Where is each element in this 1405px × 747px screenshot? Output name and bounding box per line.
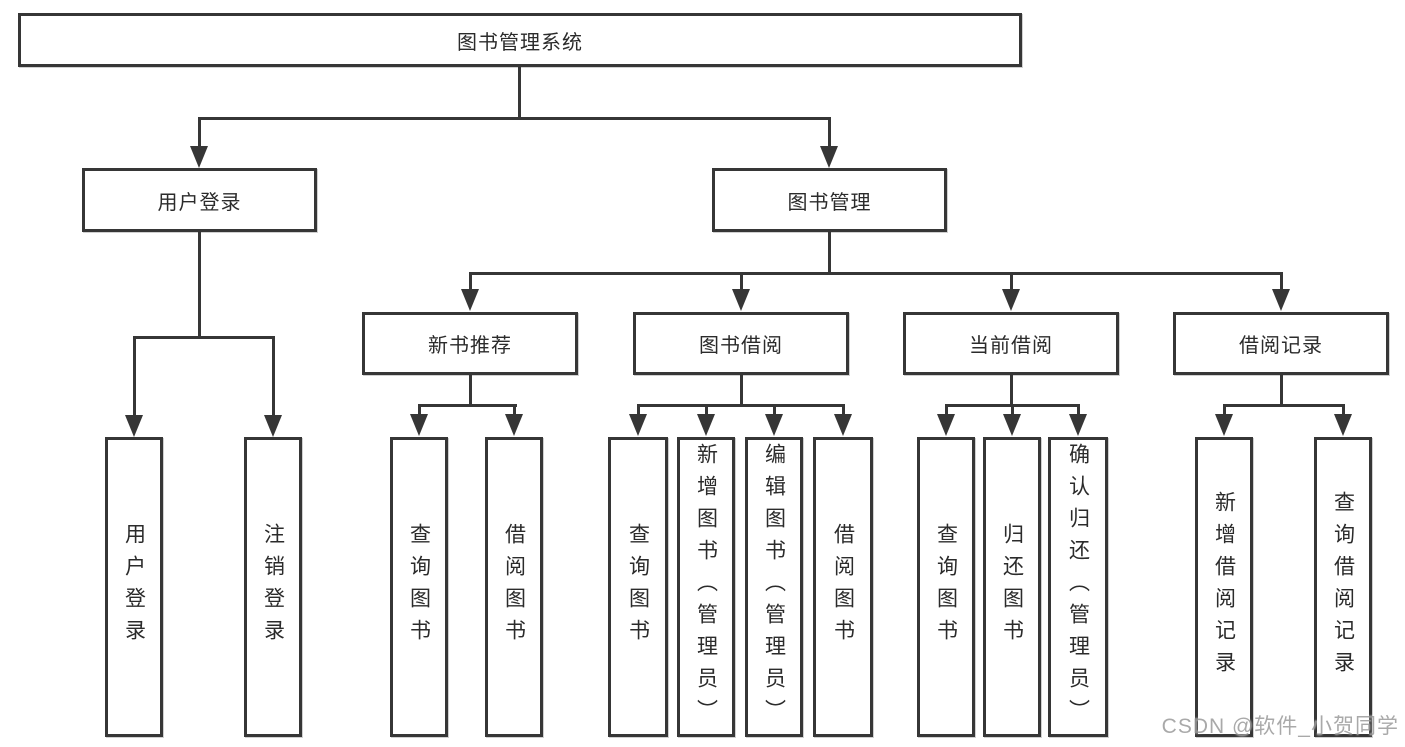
connector-line: [773, 404, 776, 416]
arrow-down-icon: [629, 414, 647, 436]
connector-line: [1280, 375, 1283, 407]
arrow-down-icon: [1215, 414, 1233, 436]
arrow-down-icon: [125, 415, 143, 437]
arrow-down-icon: [461, 289, 479, 311]
leaf-edit-books-admin: 编辑图书（管理员）: [745, 437, 803, 737]
connector-line: [740, 375, 743, 407]
connector-line: [1010, 375, 1013, 407]
arrow-down-icon: [1334, 414, 1352, 436]
connector-line: [1010, 272, 1013, 292]
connector-line: [1342, 404, 1345, 416]
arrow-down-icon: [1069, 414, 1087, 436]
connector-line: [469, 272, 472, 292]
connector-line: [198, 232, 201, 339]
arrow-down-icon: [765, 414, 783, 436]
leaf-add-books-admin: 新增图书（管理员）: [677, 437, 735, 737]
node-book-borrowing: 图书借阅: [633, 312, 849, 375]
node-library-management-system: 图书管理系统: [18, 13, 1022, 67]
connector-line: [842, 404, 845, 416]
node-book-management: 图书管理: [712, 168, 947, 232]
arrow-down-icon: [190, 146, 208, 168]
arrow-down-icon: [937, 414, 955, 436]
leaf-user-login: 用户登录: [105, 437, 163, 737]
connector-line: [518, 67, 521, 118]
connector-line: [418, 404, 421, 416]
arrow-down-icon: [1003, 414, 1021, 436]
connector-line: [198, 117, 201, 149]
connector-line: [1077, 404, 1080, 416]
arrow-down-icon: [1002, 289, 1020, 311]
connector-line: [1280, 272, 1283, 292]
connector-line: [1223, 404, 1345, 407]
connector-line: [198, 117, 831, 120]
leaf-borrow-books-1: 借阅图书: [485, 437, 543, 737]
connector-line: [637, 404, 845, 407]
leaf-add-borrow-record: 新增借阅记录: [1195, 437, 1253, 737]
connector-line: [133, 336, 275, 339]
arrow-down-icon: [834, 414, 852, 436]
connector-line: [513, 404, 516, 416]
node-new-book-recommendation: 新书推荐: [362, 312, 578, 375]
leaf-query-books-2: 查询图书: [608, 437, 668, 737]
connector-line: [740, 272, 743, 292]
arrow-down-icon: [732, 289, 750, 311]
connector-line: [1011, 404, 1014, 416]
connector-line: [705, 404, 708, 416]
arrow-down-icon: [410, 414, 428, 436]
arrow-down-icon: [697, 414, 715, 436]
node-borrowing-records: 借阅记录: [1173, 312, 1389, 375]
connector-line: [828, 117, 831, 149]
arrow-down-icon: [820, 146, 838, 168]
leaf-borrow-books-2: 借阅图书: [813, 437, 873, 737]
connector-line: [637, 404, 640, 416]
leaf-query-borrow-record: 查询借阅记录: [1314, 437, 1372, 737]
connector-line: [133, 336, 136, 417]
node-user-login: 用户登录: [82, 168, 317, 232]
leaf-query-books-1: 查询图书: [390, 437, 448, 737]
connector-line: [828, 232, 831, 275]
connector-line: [272, 336, 275, 417]
connector-line: [418, 404, 517, 407]
connector-line: [1223, 404, 1226, 416]
leaf-confirm-return-admin: 确认归还（管理员）: [1048, 437, 1108, 737]
connector-line: [945, 404, 948, 416]
leaf-query-books-3: 查询图书: [917, 437, 975, 737]
leaf-return-books: 归还图书: [983, 437, 1041, 737]
connector-line: [469, 272, 1283, 275]
arrow-down-icon: [1272, 289, 1290, 311]
connector-line: [469, 375, 472, 407]
watermark-text: CSDN @软件_小贺同学: [1161, 715, 1399, 738]
node-current-borrowing: 当前借阅: [903, 312, 1119, 375]
arrow-down-icon: [264, 415, 282, 437]
arrow-down-icon: [505, 414, 523, 436]
leaf-logout-login: 注销登录: [244, 437, 302, 737]
